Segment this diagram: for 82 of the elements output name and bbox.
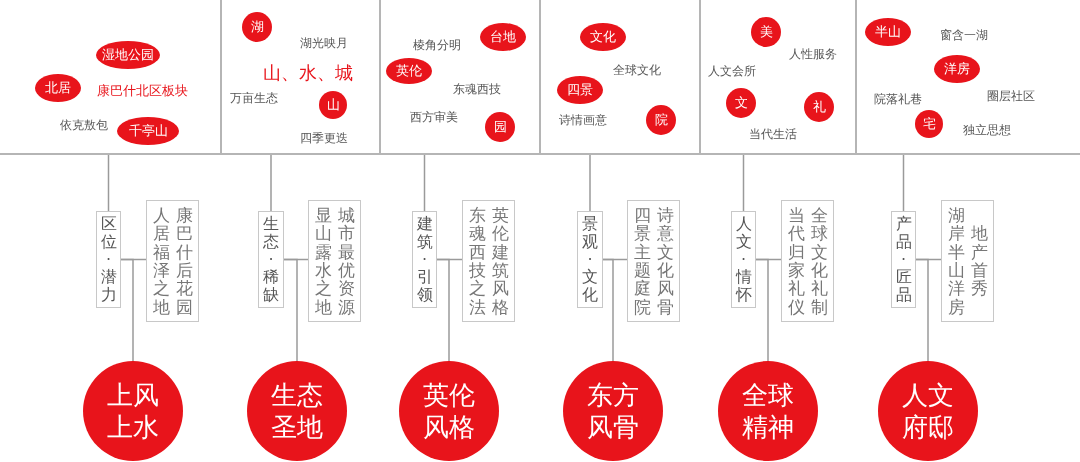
keyword-bubble: 英伦 [386,58,432,84]
keyword-bubble: 台地 [480,23,526,51]
keyword-text: 人文会所 [708,62,756,80]
slogan-text: 地产首秀 [970,224,988,298]
connector-line [436,258,450,362]
slogan-text: 英伦建筑风格 [491,205,509,317]
keyword-text: 依克敖包 [60,116,108,134]
connector-line [107,153,110,212]
keyword-bubble: 湿地公园 [96,41,160,69]
category-tag: 产品·匠品 [891,211,916,308]
slogan-text: 显山露水之地 [314,205,332,317]
slogan-text: 人居福泽之地 [152,205,170,317]
slogan-text: 东魂西技之法 [468,205,486,317]
connector-line [270,153,272,212]
slogan-text: 诗意文化风骨 [656,205,674,317]
theme-circle: 英伦风格 [399,361,499,461]
keyword-text: 诗情画意 [559,111,607,129]
keyword-text: 四季更迭 [300,129,348,147]
theme-circle: 人文府邸 [878,361,978,461]
connector-line [915,258,929,362]
keyword-bubble: 美 [751,17,781,47]
theme-circle: 上风上水 [83,361,183,461]
keyword-bubble: 宅 [915,110,943,138]
slogan-box [627,200,680,322]
slogan-text: 全球文化礼制 [810,205,828,317]
keyword-bubble: 文 [726,88,756,118]
slogan-text: 城市最优资源 [337,205,355,317]
keyword-text: 山、水、城 [263,61,353,85]
slogan-text: 湖岸半山洋房 [947,205,965,317]
connector-line [120,258,134,362]
connector-line [283,258,298,362]
slogan-box [462,200,515,322]
category-tag: 建筑·引领 [412,211,437,308]
keyword-panel [381,0,541,155]
keyword-bubble: 半山 [865,18,911,46]
keyword-text: 万亩生态 [230,89,278,107]
keyword-text: 院落礼巷 [874,90,922,108]
keyword-bubble: 文化 [580,23,626,51]
connector-line [602,258,614,362]
category-tag: 区位·潜力 [96,211,121,308]
connector-line [423,153,426,212]
keyword-text: 窗含一湖 [940,26,988,44]
keyword-text: 独立思想 [963,121,1011,139]
keyword-bubble: 千亭山 [117,117,179,145]
slogan-box [308,200,361,322]
slogan-text: 四景主题庭院 [633,205,651,317]
keyword-bubble: 北居 [35,74,81,102]
theme-circle: 东方风骨 [563,361,663,461]
slogan-text: 当代归家礼仪 [787,205,805,317]
theme-circle: 全球精神 [718,361,818,461]
keyword-bubble: 四景 [557,76,603,104]
category-tag: 人文·情怀 [731,211,756,308]
theme-circle: 生态圣地 [247,361,347,461]
keyword-text: 西方审美 [410,108,458,126]
connector-line [755,258,769,362]
keyword-panel [222,0,381,155]
category-tag: 生态·稀缺 [258,211,284,308]
keyword-text: 棱角分明 [413,36,461,54]
slogan-box [146,200,199,322]
keyword-bubble: 园 [485,112,515,142]
keyword-text: 康巴什北区板块 [97,82,188,100]
connector-line [742,153,745,212]
keyword-panel [0,0,222,155]
slogan-text: 康巴什后花园 [175,205,193,317]
keyword-panel [541,0,701,155]
slogan-box [781,200,834,322]
connector-line [589,153,591,212]
category-tag: 景观·文化 [577,211,603,308]
keyword-text: 全球文化 [613,61,661,79]
slogan-box [941,200,994,322]
keyword-text: 东魂西技 [453,80,501,98]
keyword-bubble: 院 [646,105,676,135]
keyword-text: 圈层社区 [987,87,1035,105]
keyword-bubble: 礼 [804,92,834,122]
keyword-panel [701,0,857,155]
keyword-text: 当代生活 [749,125,797,143]
keyword-bubble: 湖 [242,12,272,42]
connector-line [902,153,905,212]
keyword-bubble: 山 [319,91,347,119]
keyword-text: 湖光映月 [300,34,348,52]
keyword-text: 人性服务 [789,45,837,63]
keyword-bubble: 洋房 [934,55,980,83]
